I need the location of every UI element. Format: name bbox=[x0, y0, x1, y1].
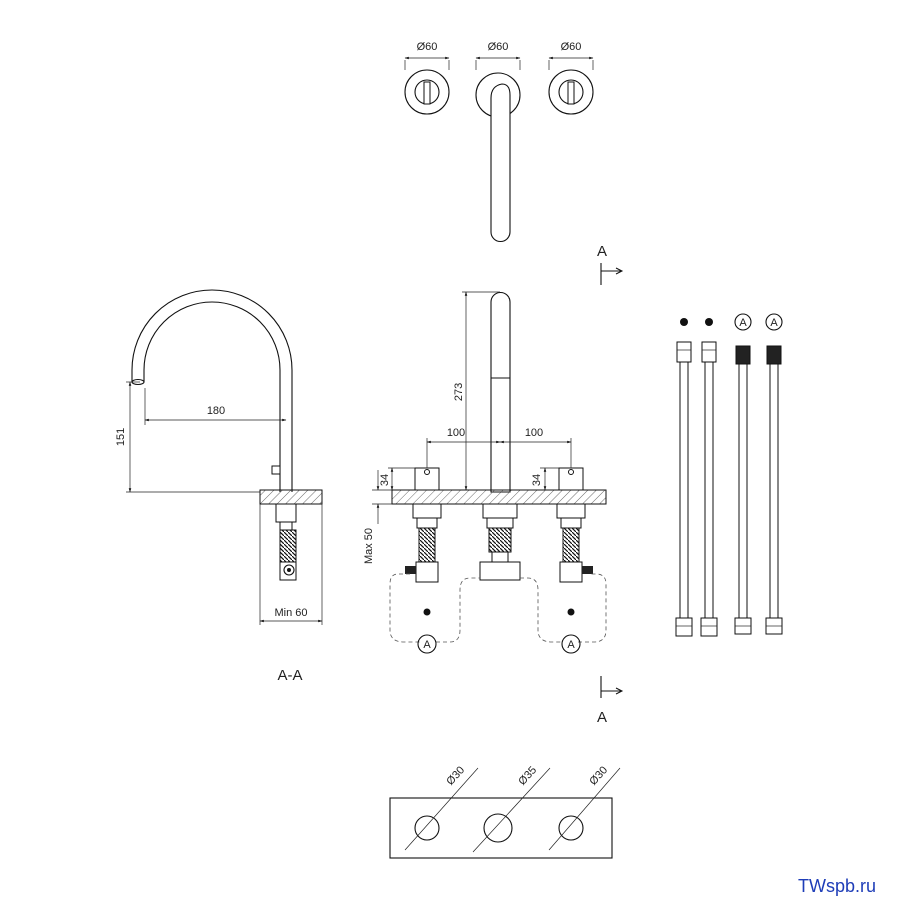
front-right-spacing: 100 bbox=[525, 427, 543, 439]
front-spout-height: 273 bbox=[453, 383, 465, 401]
section-title: A-A bbox=[277, 667, 302, 684]
side-view: 180 151 Min 60 A-A bbox=[115, 289, 323, 684]
top-right-handle: Ø60 bbox=[548, 41, 594, 115]
top-left-diameter: Ø60 bbox=[417, 41, 438, 53]
side-reach-dim: 180 bbox=[207, 405, 225, 417]
section-letter-top: A bbox=[597, 243, 607, 260]
hose-circle-4: A bbox=[770, 317, 778, 329]
side-min-label: Min 60 bbox=[274, 607, 307, 619]
hoses: A A bbox=[675, 313, 783, 637]
bottom-right-hole: Ø30 bbox=[587, 764, 610, 787]
watermark: TWspb.ru bbox=[798, 876, 876, 896]
front-view: A A 273 100 100 34 34 Max 50 bbox=[363, 291, 607, 654]
front-left-handle-height: 34 bbox=[379, 474, 391, 486]
hose-circle-3: A bbox=[739, 317, 747, 329]
section-marker-bottom: A bbox=[597, 676, 624, 726]
side-height-dim: 151 bbox=[115, 428, 127, 446]
top-center-spout: Ø60 bbox=[475, 41, 521, 243]
bottom-view: Ø30 Ø35 Ø30 bbox=[389, 764, 621, 859]
front-max-label: Max 50 bbox=[363, 528, 375, 564]
front-circle-right: A bbox=[567, 639, 575, 651]
front-right-handle-height: 34 bbox=[531, 474, 543, 486]
top-center-diameter: Ø60 bbox=[488, 41, 509, 53]
top-left-handle: Ø60 bbox=[404, 41, 450, 115]
top-right-diameter: Ø60 bbox=[561, 41, 582, 53]
top-view: Ø60 Ø60 Ø60 bbox=[404, 41, 594, 243]
front-left-spacing: 100 bbox=[447, 427, 465, 439]
section-marker-top: A bbox=[597, 243, 624, 285]
section-letter-bottom: A bbox=[597, 709, 607, 726]
bottom-center-hole: Ø35 bbox=[516, 764, 539, 787]
front-circle-left: A bbox=[423, 639, 431, 651]
